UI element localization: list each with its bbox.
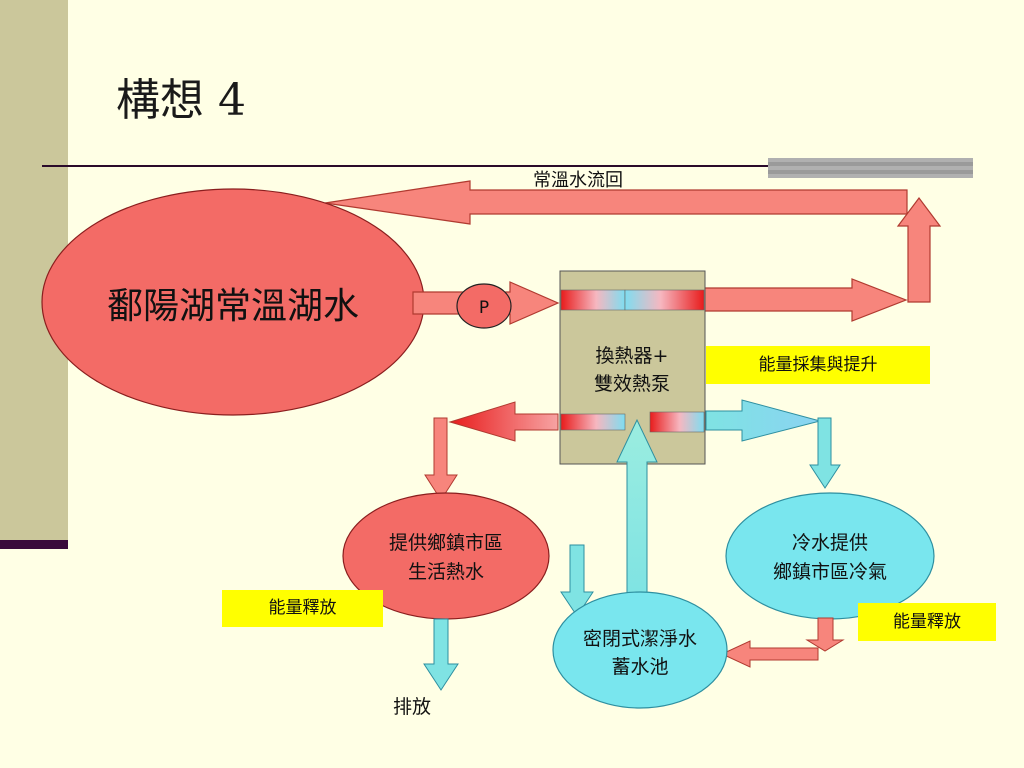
cold-water-line2: 鄉鎮市區冷氣 [773,561,887,583]
title-divider [42,165,972,167]
energy-release-right-tag: 能量釋放 [858,603,996,641]
discharge-label: 排放 [393,696,431,718]
hx-bottom-coil-right [649,411,705,433]
hx-top-coil-left [560,289,626,311]
hx-label-line2: 雙效熱泵 [594,373,670,395]
hx-top-coil-right [624,289,705,311]
hot-down-arrow [424,417,458,501]
tank-bubble [552,591,728,709]
hx-label-line1: 換熱器+ [596,345,669,367]
tank-to-hx-arrow [616,418,658,599]
cold-output-arrow [705,399,822,442]
hx-bottom-coil-left [560,413,626,431]
pump-circle [456,283,512,329]
tank-feed-arrow [560,544,594,617]
left-decor-rule [0,540,68,549]
energy-collect-tag: 能量採集與提升 [706,346,930,384]
discharge-arrow [423,618,459,691]
lake-label: 鄱陽湖常溫湖水 [107,286,359,327]
return-flow-arrow [324,180,908,225]
energy-release-left-tag: 能量釋放 [222,590,383,627]
return-flow-label: 常溫水流回 [533,170,623,191]
cold-return-down-arrow [805,617,845,652]
hot-water-line1: 提供鄉鎮市區 [389,532,503,554]
tank-line2: 蓄水池 [611,656,668,678]
pump-label: P [479,298,489,318]
cold-return-left-arrow [720,640,819,668]
tank-line1: 密閉式潔淨水 [583,628,697,650]
cold-water-bubble [725,492,935,620]
slide-title: 構想 4 [116,75,246,126]
riser-arrow [896,197,942,303]
hx-outflow-arrow [697,278,908,322]
cold-down-arrow [809,417,841,489]
hot-water-line2: 生活熱水 [408,561,484,583]
gray-accent-bar [768,158,973,178]
hot-output-arrow [448,401,559,442]
cold-water-line1: 冷水提供 [792,532,868,554]
